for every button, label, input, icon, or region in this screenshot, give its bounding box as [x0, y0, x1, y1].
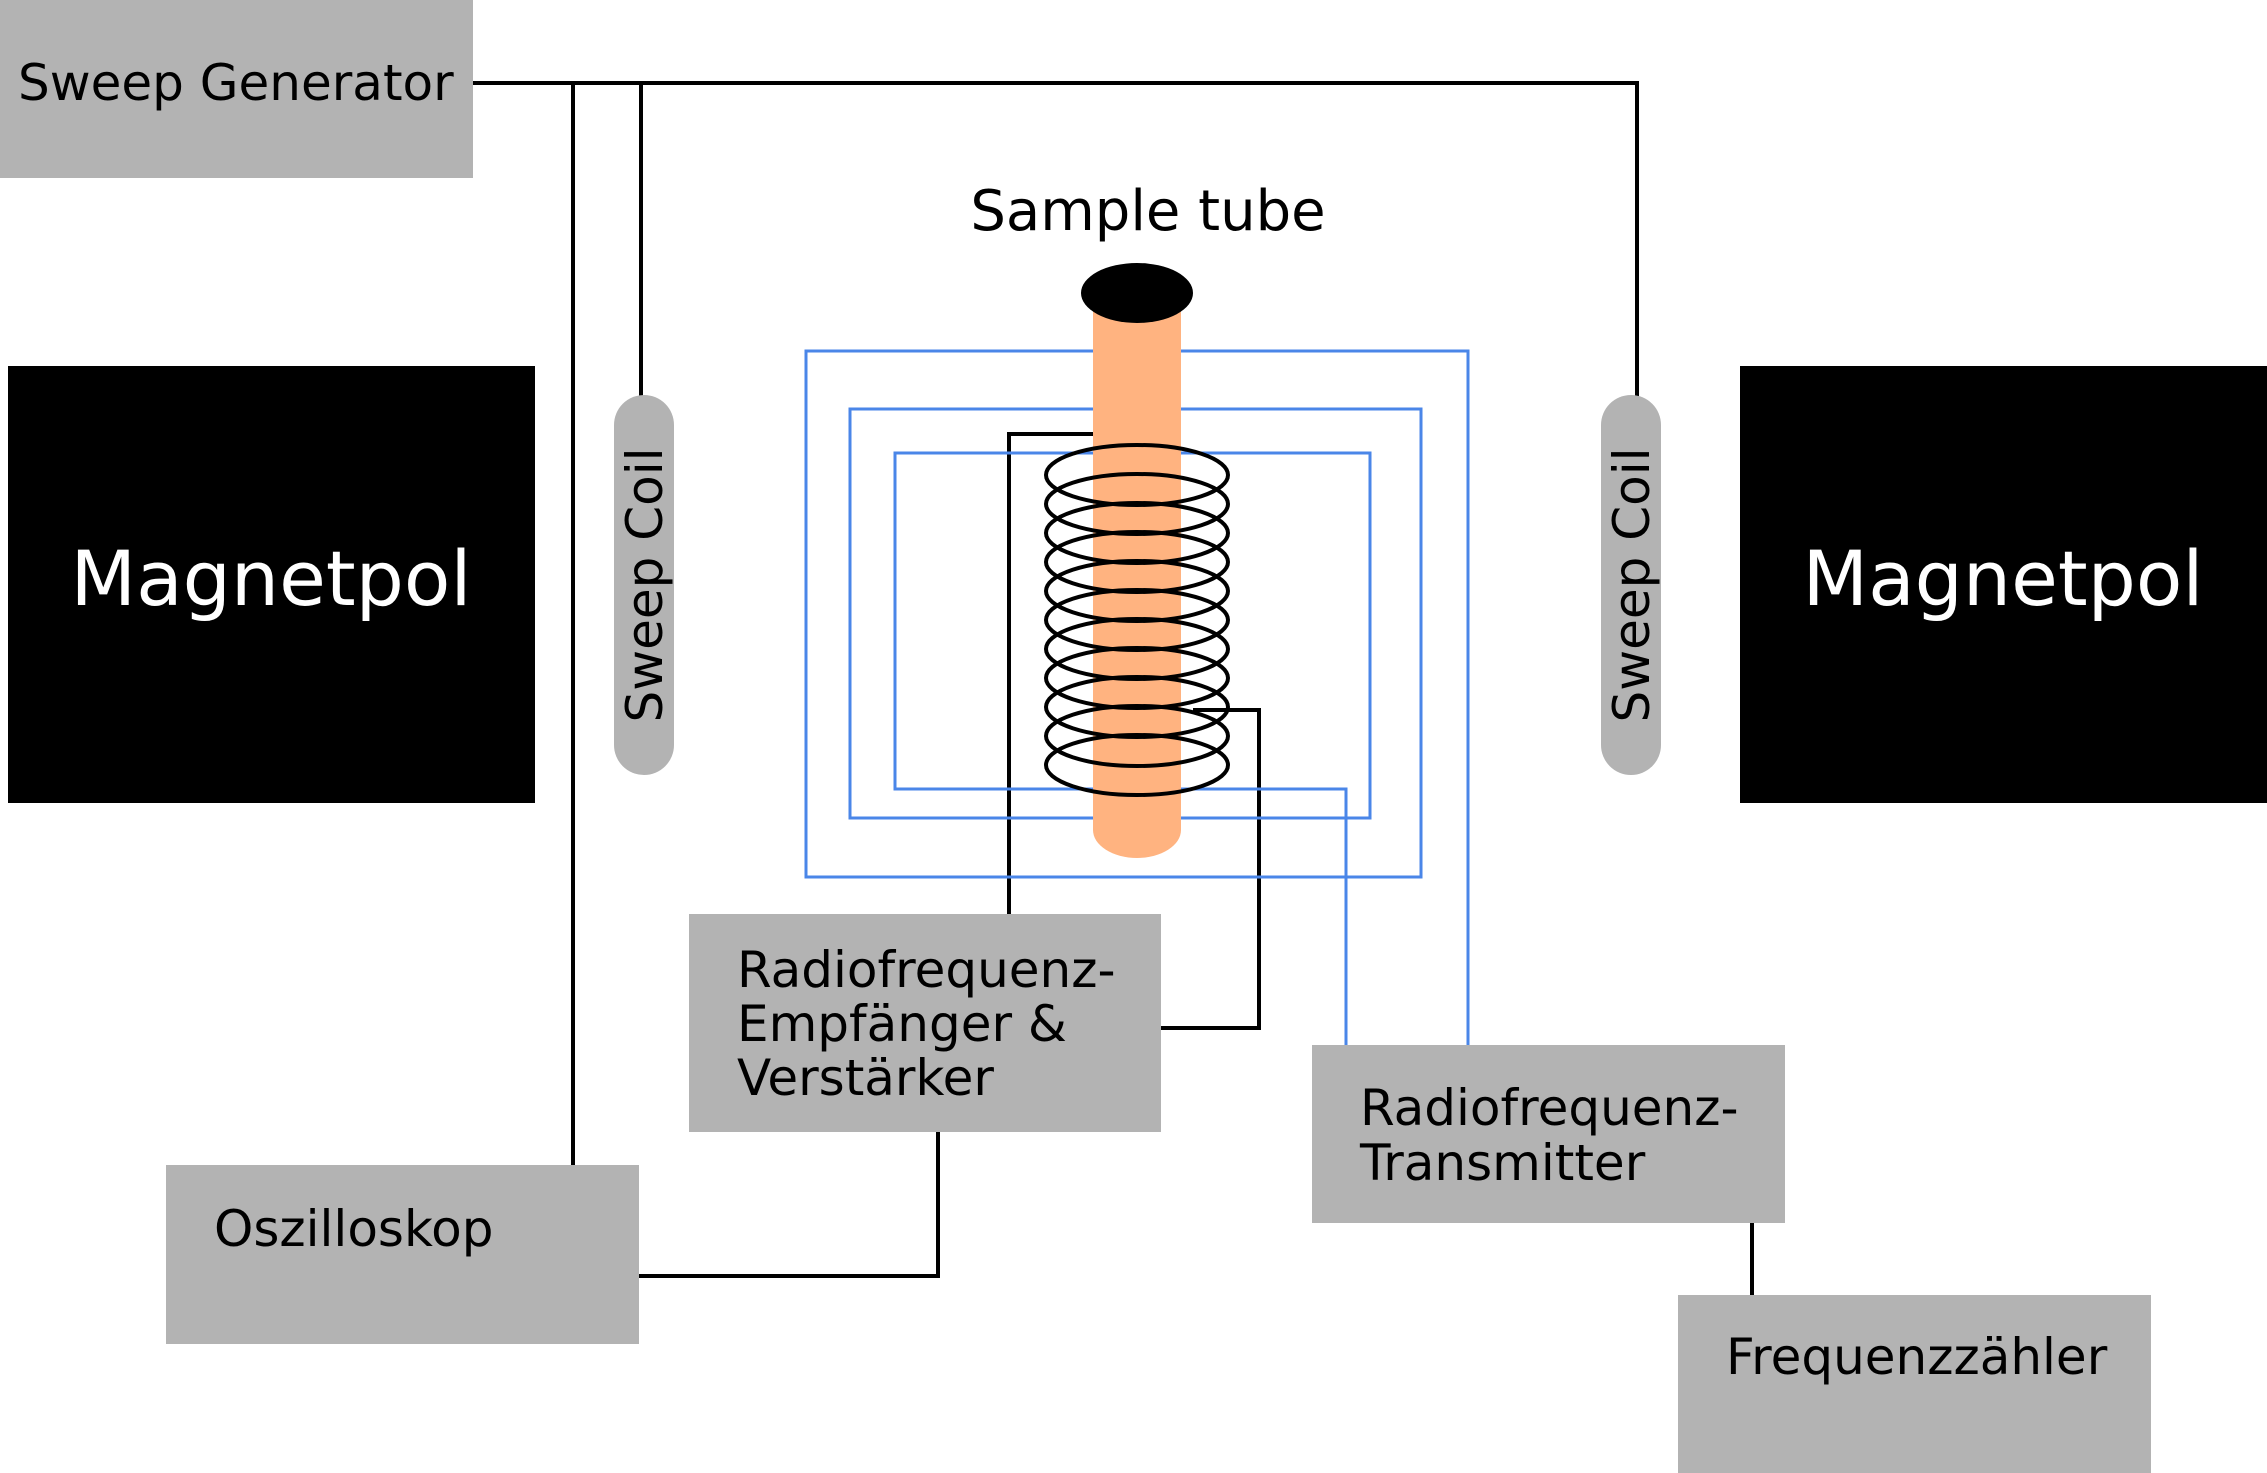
- magnet-pole-left-box: [8, 366, 535, 803]
- rf-receiver-label-line3: Verstärker: [737, 1049, 994, 1107]
- sweep-generator: Sweep Generator: [0, 0, 473, 178]
- rf-coil-turn: [1044, 733, 1230, 797]
- sweep-coil-left-body: [614, 395, 674, 775]
- sweep-coil-left: Sweep Coil: [614, 395, 674, 775]
- rf-coil: [1044, 443, 1230, 797]
- magnet-pole-right-box: [1740, 366, 2267, 803]
- sweep-generator-box: [0, 0, 473, 178]
- rf-transmitter-label-line1: Radiofrequenz-: [1360, 1079, 1739, 1137]
- wire-receiver-to-oscilloscope: [638, 1132, 940, 1278]
- magnet-pole-right-label: Magnetpol: [1803, 534, 2204, 623]
- rf-transmitter-box: [1312, 1045, 1785, 1223]
- rf-loop-outer: [804, 349, 1470, 1045]
- oscilloscope-label: Oszilloskop: [214, 1200, 493, 1258]
- magnet-pole-right: Magnetpol: [1740, 366, 2267, 803]
- wire-coil-top-to-receiver: [1007, 432, 1093, 914]
- rf-transmitter-loops: [804, 349, 1470, 1045]
- rf-receiver-label-line2: Empfänger &: [737, 995, 1067, 1053]
- rf-receiver-label-line1: Radiofrequenz-: [737, 941, 1116, 999]
- wire-generator-to-right-coil: [473, 81, 1639, 400]
- rf-receiver-box: [689, 914, 1161, 1132]
- frequency-counter: Frequenzzähler: [1678, 1295, 2151, 1473]
- sweep-coil-left-label: Sweep Coil: [616, 447, 674, 722]
- rf-transmitter: Radiofrequenz- Transmitter: [1312, 1045, 1785, 1223]
- sample-tube-body: [1093, 295, 1181, 858]
- sample-tube-label: Sample tube: [970, 179, 1325, 244]
- magnet-pole-left: Magnetpol: [8, 366, 535, 803]
- sweep-coil-right-label: Sweep Coil: [1603, 447, 1661, 722]
- sweep-generator-label: Sweep Generator: [18, 54, 454, 112]
- oscilloscope-box: [166, 1165, 639, 1344]
- oscilloscope: Oszilloskop: [166, 1165, 639, 1344]
- rf-coil-turn: [1044, 704, 1230, 768]
- rf-receiver-amplifier: Radiofrequenz- Empfänger & Verstärker: [689, 914, 1161, 1132]
- sweep-wiring: [473, 81, 1639, 1165]
- sweep-coil-right-body: [1601, 395, 1661, 775]
- frequency-counter-box: [1678, 1295, 2151, 1473]
- sweep-coil-right: Sweep Coil: [1601, 395, 1661, 775]
- sample-tube-cap: [1081, 263, 1193, 323]
- frequency-counter-label: Frequenzzähler: [1726, 1328, 2108, 1386]
- rf-transmitter-label-line2: Transmitter: [1359, 1134, 1646, 1192]
- magnet-pole-left-label: Magnetpol: [71, 534, 472, 623]
- sample-tube: [1081, 263, 1193, 858]
